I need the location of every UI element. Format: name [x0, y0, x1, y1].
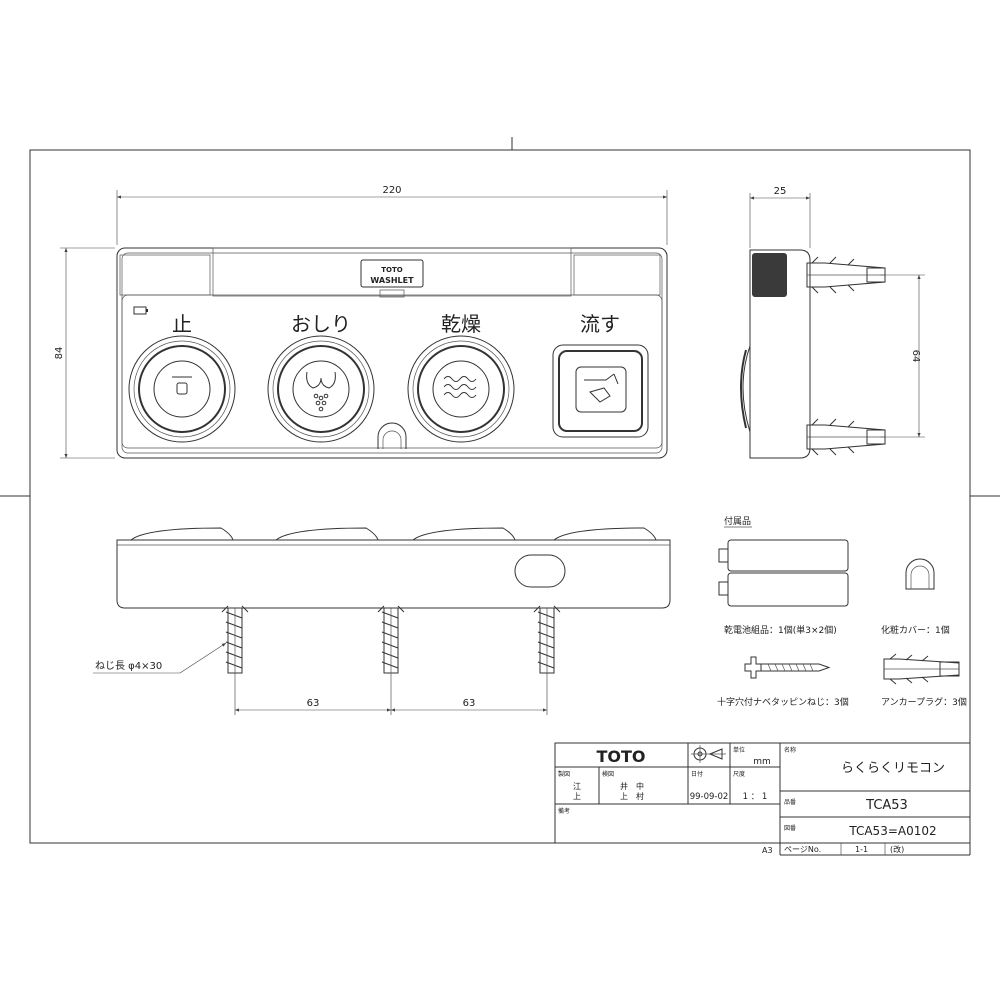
- flush-button: [552, 344, 649, 438]
- model-number: TCA53: [865, 798, 908, 813]
- stop-button: [128, 335, 236, 443]
- screw-label: 十字穴付ナベタッピンねじ：3個: [717, 696, 849, 708]
- height-dimension-label: 84: [54, 347, 65, 360]
- stop-icon: [172, 376, 192, 395]
- drawn-by-2: 上: [573, 792, 581, 801]
- bottom-screw-2: [377, 605, 405, 715]
- vertical-pitch-dimension: 64: [880, 274, 925, 438]
- battery-pack-label: 乾電池組品：1個(単3×2個): [724, 624, 837, 636]
- sheet-frame: [0, 137, 1000, 844]
- svg-text:TOTO: TOTO: [381, 266, 403, 274]
- scale-value: 1 ： 1: [743, 792, 768, 802]
- checked-by-2: 上 村: [620, 791, 644, 801]
- drawing-number: TCA53=A0102: [848, 824, 936, 838]
- battery-pack-icon: [718, 539, 849, 607]
- page-label: ページNo.: [784, 845, 821, 854]
- accessories-heading: 付属品: [724, 516, 751, 527]
- projection-symbol-icon: [691, 745, 726, 763]
- drawn-by-1: 江: [573, 782, 581, 791]
- side-anchor-top: [806, 256, 886, 294]
- title-block: TOTO 単位 mm 名称 らくらくリモコン 製図 江 上 検図 井 中 上 村…: [554, 742, 971, 856]
- model-label: 品番: [784, 799, 796, 806]
- checked-label: 検図: [602, 770, 614, 778]
- depth-dimension: 25: [749, 186, 811, 248]
- dry-button-label: 乾燥: [441, 312, 481, 336]
- scale-label: 尺度: [733, 770, 745, 778]
- product-name: らくらくリモコン: [841, 761, 945, 776]
- width-dimension: 220: [116, 185, 668, 245]
- vertical-pitch-label: 64: [910, 350, 921, 363]
- revision: (改): [890, 844, 904, 854]
- date-value: 99-09-02: [690, 792, 729, 802]
- flush-icon: [575, 366, 627, 413]
- unit-label: 単位: [733, 746, 745, 754]
- screw-spec-label: ねじ長 φ4×30: [95, 660, 162, 672]
- cover-cap-icon: [905, 558, 935, 590]
- notes-label: 備考: [558, 807, 570, 815]
- dry-icon: [443, 376, 477, 398]
- front-view: 220 84 TOTO WASHLET 止 おしり 乾燥: [54, 185, 668, 459]
- screw-icon: [744, 656, 831, 679]
- cover-cap-label: 化粧カバー：1個: [881, 624, 950, 636]
- date-label: 日付: [691, 770, 703, 778]
- screw-spec-callout: ねじ長 φ4×30: [93, 642, 227, 674]
- drawn-label: 製図: [558, 770, 570, 778]
- pitch-label-1: 63: [307, 698, 320, 709]
- washlet-logo: TOTO WASHLET: [360, 259, 424, 288]
- dry-button: [407, 335, 515, 443]
- accessories: 付属品 乾電池組品：1個(単3×2個) 化粧カバー：1個 十字穴付ナベタッピンね…: [717, 516, 967, 708]
- rear-wash-icon: [306, 371, 336, 412]
- anchor-plug-label: アンカープラグ：3個: [881, 696, 967, 708]
- pitch-label-2: 63: [463, 698, 476, 709]
- battery-indicator-icon: [133, 306, 148, 315]
- width-dimension-label: 220: [382, 185, 401, 196]
- flush-button-label: 流す: [580, 312, 620, 336]
- rear-wash-button-label: おしり: [291, 312, 351, 336]
- height-dimension: 84: [54, 247, 115, 459]
- svg-text:WASHLET: WASHLET: [370, 276, 414, 285]
- bottom-screw-1: [221, 605, 249, 715]
- company-logo: TOTO: [596, 747, 645, 766]
- side-view: 25 64: [740, 186, 925, 459]
- unit-value: mm: [753, 757, 771, 767]
- anchor-plug-icon: [883, 653, 960, 685]
- sheet-size: A3: [762, 846, 773, 855]
- name-label: 名称: [784, 746, 796, 754]
- side-anchor-bottom: [806, 418, 886, 456]
- stop-button-label: 止: [172, 312, 192, 336]
- horizontal-pitch-dimension: 63 63: [235, 698, 547, 712]
- drawing-no-label: 図番: [784, 825, 796, 832]
- depth-dimension-label: 25: [774, 186, 787, 197]
- checked-by-1: 井 中: [620, 781, 644, 791]
- bottom-screw-3: [533, 605, 561, 715]
- page-number: 1-1: [855, 845, 868, 854]
- bottom-view: ねじ長 φ4×30 63 63: [93, 527, 671, 715]
- rear-wash-button: [267, 335, 375, 443]
